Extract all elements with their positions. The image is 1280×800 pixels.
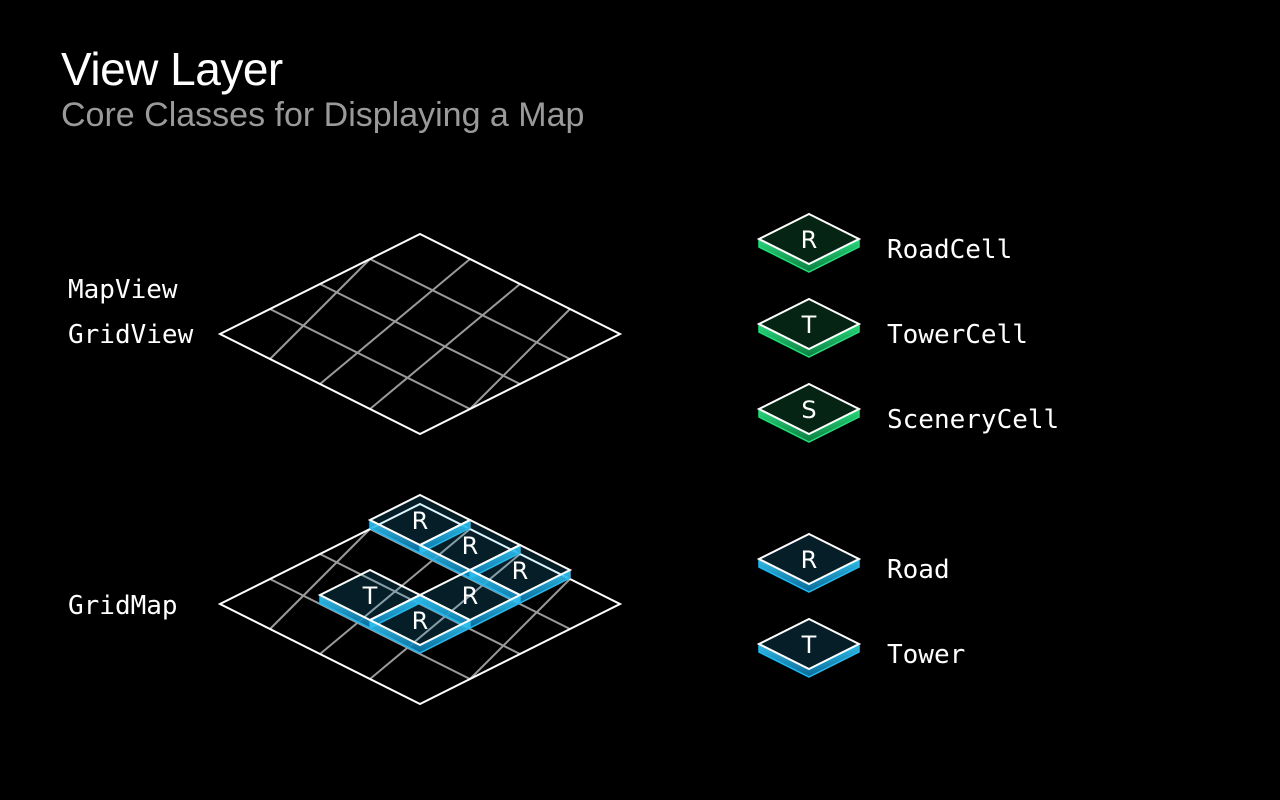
tower-tile-edge — [758, 644, 860, 678]
scenerycell-tile-letter: S — [801, 396, 816, 424]
tower-tile-icon — [756, 617, 862, 678]
legend-towercell: T TowerCell — [756, 297, 1028, 358]
grid-map-tile: R — [367, 593, 473, 654]
scenerycell-tile-top — [756, 382, 862, 436]
model-legend: R Road T Tower — [756, 532, 965, 678]
grid-map-tile-letter: R — [462, 532, 479, 560]
grid-map-tile-side — [370, 620, 470, 653]
legend-roadcell: R RoadCell — [756, 212, 1012, 273]
road-tile-icon — [756, 532, 862, 593]
scenerycell-tile-edge — [758, 409, 860, 443]
roadcell-tile-side — [759, 239, 859, 272]
gridview-label: GridView — [68, 320, 194, 350]
scenerycell-tile-side — [759, 409, 859, 442]
road-tile-top — [756, 532, 862, 586]
slide-title: View Layer — [61, 43, 283, 95]
mapview-label: MapView — [68, 275, 178, 305]
grid-map-tile-letter: T — [362, 582, 378, 610]
tower-tile-letter: T — [801, 631, 817, 659]
towercell-tile-top — [756, 297, 862, 351]
grid-view-outline — [217, 232, 623, 436]
roadcell-tile-icon — [756, 212, 862, 273]
towercell-label: TowerCell — [887, 320, 1028, 350]
grid-map-outline — [217, 502, 623, 706]
scenerycell-tile-icon — [756, 382, 862, 443]
towercell-tile-icon — [756, 297, 862, 358]
grid-view-diagram — [217, 232, 623, 436]
scenerycell-label: SceneryCell — [887, 405, 1059, 435]
towercell-tile-side — [759, 324, 859, 357]
grid-map-tile-edge — [369, 620, 471, 654]
grid-map-tile-letter: R — [462, 582, 479, 610]
roadcell-tile-top — [756, 212, 862, 266]
tower-tile-side — [759, 644, 859, 677]
road-tile-edge — [758, 559, 860, 593]
tower-label: Tower — [887, 640, 965, 670]
tower-tile-top — [756, 617, 862, 671]
roadcell-tile-edge — [758, 239, 860, 273]
road-tile-side — [759, 559, 859, 592]
legend-scenerycell: S SceneryCell — [756, 382, 1059, 443]
grid-map-tile-letter: R — [412, 607, 429, 635]
legend-road: R Road — [756, 532, 950, 593]
roadcell-label: RoadCell — [887, 235, 1012, 265]
grid-view-inner-lines — [269, 258, 571, 410]
gridmap-label: GridMap — [68, 591, 178, 621]
roadcell-tile-letter: R — [801, 226, 818, 254]
slide-subtitle: Core Classes for Displaying a Map — [61, 96, 585, 134]
grid-map-tile-letter: R — [512, 557, 529, 585]
road-tile-letter: R — [801, 546, 818, 574]
cell-legend: R RoadCell T TowerCell S SceneryCell — [756, 212, 1059, 443]
grid-map-tile-letter: R — [412, 507, 429, 535]
towercell-tile-letter: T — [801, 311, 817, 339]
grid-map-inner-lines — [269, 528, 571, 680]
grid-map-tile-top — [367, 593, 473, 647]
road-label: Road — [887, 555, 950, 585]
legend-tower: T Tower — [756, 617, 965, 678]
towercell-tile-edge — [758, 324, 860, 358]
